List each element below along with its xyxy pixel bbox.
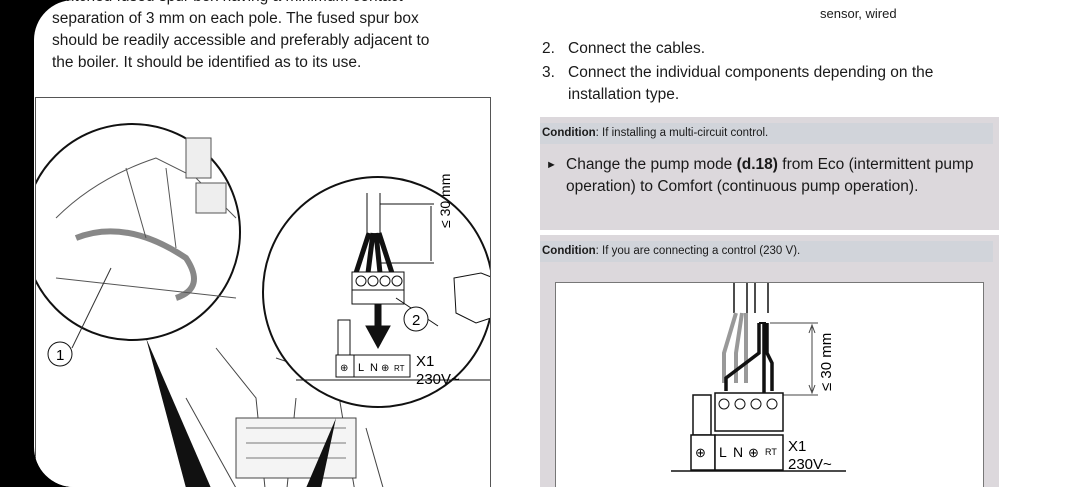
terminal-label: ⊕ [748,445,759,460]
terminal-voltage: 230V~ [788,456,832,473]
terminal-label: L [358,362,364,374]
callout-2 [403,306,429,332]
table-fragment: sensor, wired [820,6,897,21]
condition-text: : If installing a multi-circuit control. [595,127,769,139]
paragraph-line: switched fused spur box having a minimum… [52,0,512,8]
terminal-label: N [370,362,378,374]
terminal-label: ⊕ [381,363,389,374]
bullet-arrow-icon: ► [546,159,557,171]
terminal-voltage: 230V~ [416,371,460,388]
condition-label: Condition [542,127,596,139]
terminal-label: ⊕ [695,445,706,460]
terminal-name: X1 [788,438,806,455]
control-wiring-illustration: ≤ 30 mm ⊕ L N ⊕ RT X1 230V~ [671,283,846,473]
step-text: Connect the individual components depend… [568,64,934,103]
detail-circle-left [36,123,241,341]
condition-header: Condition: If installing a multi-circuit… [540,123,993,144]
terminal-label: L [719,444,727,460]
condition-label: Condition [542,245,596,257]
step-text: Connect the cables. [568,40,706,57]
condition-header: Condition: If you are connecting a contr… [540,241,993,262]
bullet-bold: (d.18) [736,156,778,173]
terminal-label: RT [394,364,405,373]
step-number: 3. [542,64,555,81]
boiler-wiring-illustration: ≤ 30 mm ⊕ L N ⊕ RT X1 230V~ 1 2 [36,123,490,487]
detail-circle-right: ≤ 30 mm ⊕ L N ⊕ RT X1 230V~ [262,174,490,408]
callout-2-label: 2 [412,312,420,329]
step-2: 2. Connect the cables. [542,38,1012,60]
control-wiring-figure: ≤ 30 mm ⊕ L N ⊕ RT X1 230V~ [555,282,984,487]
bullet-text: Change the pump mode [566,156,737,173]
boiler-wiring-figure: ≤ 30 mm ⊕ L N ⊕ RT X1 230V~ 1 2 [35,97,491,487]
step-3: 3. Connect the individual components dep… [542,62,1012,106]
fused-spur-paragraph: switched fused spur box having a minimum… [52,0,512,74]
instruction-bullet: ► Change the pump mode (d.18) from Eco (… [540,144,999,204]
callout-1-label: 1 [56,347,64,364]
dimension-label: ≤ 30 mm [437,174,453,228]
bullet-text: from Eco (intermittent pump operation) t… [566,156,974,195]
terminal-label: ⊕ [340,363,348,374]
dimension-label: ≤ 30 mm [818,333,835,391]
terminal-label: N [733,444,743,460]
terminal-name: X1 [416,353,434,370]
condition-230v-control: Condition: If you are connecting a contr… [540,235,999,487]
condition-multi-circuit: Condition: If installing a multi-circuit… [540,117,999,230]
step-number: 2. [542,40,555,57]
paragraph-line: the boiler. It should be identified as t… [52,54,362,71]
callout-1 [47,341,73,367]
terminal-label: RT [765,447,777,457]
paragraph-line: should be readily accessible and prefera… [52,32,430,49]
manual-page: switched fused spur box having a minimum… [34,0,1084,487]
condition-text: : If you are connecting a control (230 V… [595,245,801,257]
paragraph-line: separation of 3 mm on each pole. The fus… [52,10,419,27]
